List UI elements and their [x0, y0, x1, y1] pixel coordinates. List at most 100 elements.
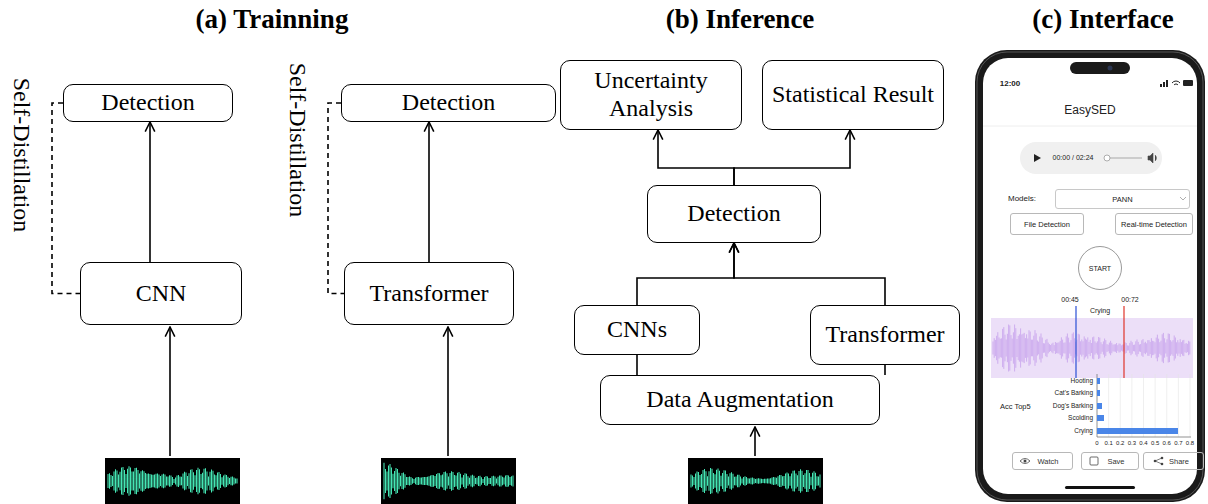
waveform-stroke: [384, 463, 513, 500]
panel-title: (a) Trainning: [196, 5, 349, 35]
waveform-stroke: [108, 466, 237, 496]
distillation-link: [328, 103, 344, 294]
interface-text: 0: [1095, 440, 1098, 447]
flow-arrow: [884, 365, 886, 375]
bar: [1097, 415, 1104, 421]
node-text: Detection: [687, 200, 780, 228]
interface-text: 0.2: [1116, 440, 1124, 447]
phone-screen: [983, 58, 1197, 494]
interface-text: 0.1: [1104, 440, 1112, 447]
node-text: Transformer: [825, 321, 944, 349]
interface-text: 00:72: [1121, 296, 1139, 304]
distillation-link: [52, 103, 80, 294]
waveform-image: [105, 458, 240, 504]
node-text: START: [1089, 265, 1111, 272]
waveform-strokes: [108, 463, 820, 500]
audio-player: [1020, 142, 1162, 174]
bar: [1097, 428, 1178, 434]
interface-text: Hooting: [1071, 377, 1093, 384]
node-text: Detection: [101, 89, 194, 117]
grid-line: [1131, 374, 1132, 437]
interface-text: Acc Top5: [1000, 403, 1031, 411]
panel-title: (c) Interface: [1032, 5, 1174, 35]
input-arrow: [447, 327, 449, 456]
interface-text: 0.8: [1186, 440, 1194, 447]
process-box: Uncertainty Analysis: [560, 60, 742, 130]
interface-text: 00:45: [1061, 296, 1079, 304]
end-marker: [1123, 306, 1124, 378]
node-text: CNN: [136, 280, 187, 308]
panel-title: (b) Inference: [666, 5, 815, 35]
edge-label: Self-Distillation: [285, 63, 311, 218]
flow-arrow: [658, 130, 734, 185]
node-text: Transformer: [369, 280, 488, 308]
share-icon: [1154, 457, 1164, 466]
model-select: PANN: [1055, 189, 1190, 209]
app-button: Save: [1081, 452, 1139, 470]
bar: [1097, 378, 1100, 384]
interface-text: 0.6: [1163, 440, 1171, 447]
process-box: Detection: [341, 84, 556, 122]
interface-text: Cat's Barking: [1055, 389, 1093, 396]
app-button: Watch: [1012, 452, 1073, 470]
waveform-image: [381, 458, 516, 504]
grid-line: [1143, 374, 1144, 437]
save-icon: [1090, 457, 1098, 465]
grid-line: [1166, 374, 1167, 437]
interface-text: 00:00 / 02:24: [1053, 154, 1094, 162]
waveform-image: [688, 458, 823, 504]
start-button: START: [1078, 246, 1122, 290]
node-text: Uncertainty Analysis: [561, 67, 741, 122]
flow-arrow: [637, 243, 734, 305]
node-text: Data Augmentation: [646, 386, 833, 414]
input-arrow: [754, 427, 756, 456]
volume-icon: [1148, 153, 1156, 163]
phone-notch: [1070, 62, 1130, 74]
process-box: Detection: [63, 84, 233, 122]
seek-knob: [1104, 155, 1110, 161]
node-text: CNNs: [607, 316, 667, 344]
grid-line: [1190, 374, 1191, 437]
bar: [1097, 403, 1102, 409]
audio-band: [991, 318, 1193, 378]
chart-grid: [1109, 374, 1190, 437]
app-button: File Detection: [1010, 213, 1084, 235]
grid-line: [1120, 374, 1121, 437]
flow-arrow: [734, 130, 850, 185]
interface-text: Models:: [1008, 195, 1036, 204]
app-button: Real-time Detection: [1115, 213, 1193, 235]
bar: [1097, 390, 1100, 396]
flow-arrow: [149, 122, 151, 262]
flow-arrow: [734, 243, 885, 305]
grid-line: [1155, 374, 1156, 437]
process-box: Statistical Result: [762, 60, 944, 130]
interface-text: Scolding: [1068, 414, 1093, 421]
header-divider: [983, 126, 1197, 127]
process-box: CNNs: [574, 305, 700, 355]
node-text: File Detection: [1024, 220, 1070, 229]
start-marker: [1075, 306, 1076, 378]
node-text: Detection: [402, 89, 495, 117]
phone-camera: [1108, 66, 1113, 71]
process-box: Transformer: [810, 305, 960, 365]
process-box: Transformer: [344, 262, 514, 325]
flow-arrow: [636, 355, 638, 375]
node-text: Statistical Result: [772, 81, 934, 109]
input-arrow: [169, 327, 171, 456]
interface-text: Crying: [1090, 307, 1110, 315]
node-text: Save: [1107, 457, 1124, 466]
process-box: Data Augmentation: [600, 375, 880, 425]
play-icon: [1034, 154, 1041, 162]
node-text: PANN: [1112, 195, 1132, 204]
interface-text: 0.5: [1151, 440, 1159, 447]
eye-icon: [1020, 459, 1030, 464]
audio-waveform: [993, 325, 1190, 372]
node-text: Watch: [1038, 457, 1059, 466]
interface-text: Crying: [1074, 427, 1093, 434]
app-button: Share: [1143, 452, 1204, 470]
home-indicator: [1065, 486, 1135, 489]
interface-text: 0.4: [1139, 440, 1147, 447]
node-text: Share: [1169, 457, 1189, 466]
interface-text: 12:00: [1000, 80, 1020, 89]
